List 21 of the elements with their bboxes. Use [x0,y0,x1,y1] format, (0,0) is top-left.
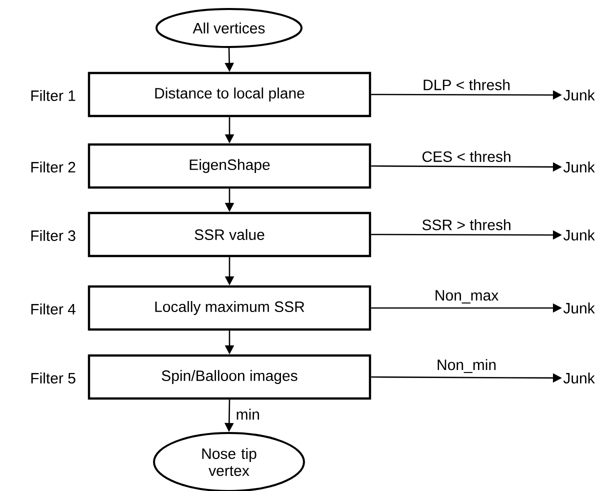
edge-label: CES < thresh [422,150,510,162]
edge-label: SSR > thresh [422,219,510,230]
output-text: Junk [563,302,595,314]
output-text: Junk [563,230,595,240]
process-box: EigenShape [88,143,372,189]
filter-label: Filter 3 [31,230,76,241]
output-text: Junk [563,372,595,384]
process-box: SSR value [88,212,372,258]
output-text: Junk [563,90,595,100]
filter-label: Filter 5 [31,372,76,384]
process-box: Spin/Balloon images [88,354,372,400]
filter-label: Filter 1 [31,90,76,101]
process-box: Distance to local plane [88,72,372,118]
edge-label: DLP < thresh [424,79,510,90]
edge-label: Non_min [438,359,496,373]
process-box: Locally maximum SSR [88,285,372,331]
edge-label: min [236,408,259,420]
filter-label: Filter 4 [31,304,76,314]
filter-label: Filter 2 [31,162,76,172]
output-text: Junk [563,162,595,172]
edge-label: Non_max [436,290,498,304]
